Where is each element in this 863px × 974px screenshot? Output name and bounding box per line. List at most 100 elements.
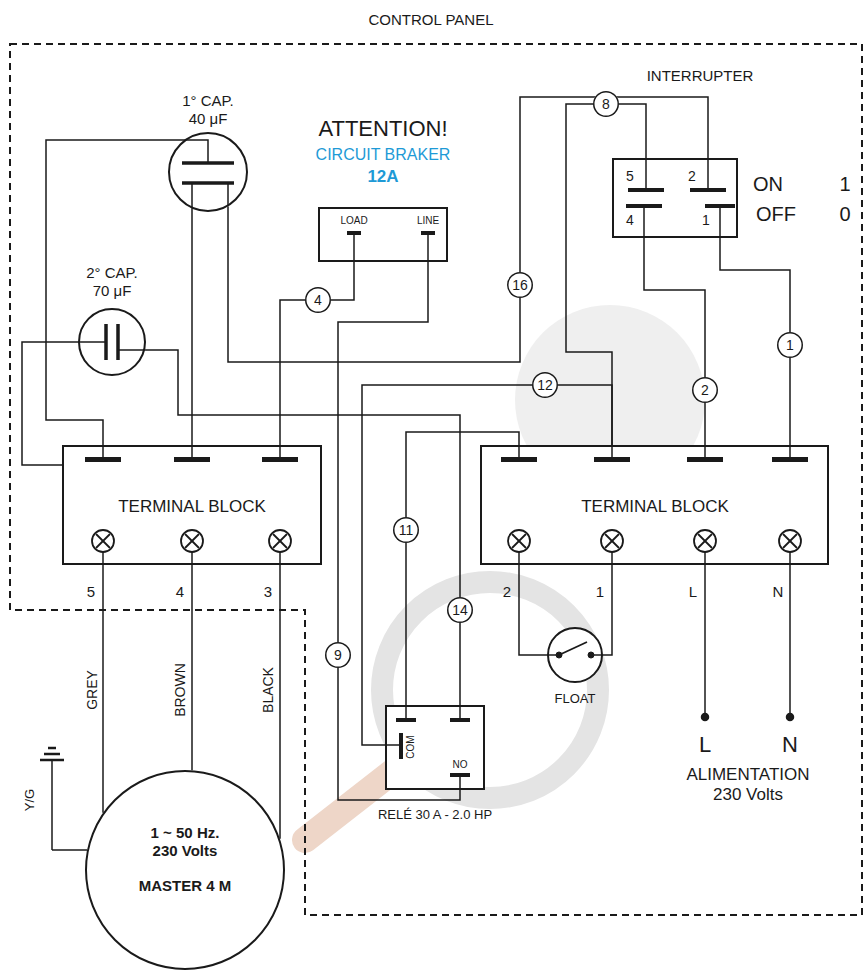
cap2-symbol	[78, 308, 146, 376]
wire-stub	[459, 777, 461, 790]
terminal-screw	[273, 534, 287, 548]
switch-state: 1	[839, 172, 850, 196]
wire	[362, 385, 612, 745]
relay: COMNORELÉ 30 A - 2.0 HP	[385, 705, 485, 790]
interrupter-title: INTERRUPTER	[647, 67, 754, 85]
breaker-title: CIRCUIT BRAKER	[316, 145, 451, 164]
watermark	[305, 305, 705, 840]
ground-bar	[44, 753, 60, 756]
supply-pole: N	[782, 732, 798, 758]
float-label: FLOAT	[555, 691, 596, 707]
terminal-number: 2	[503, 583, 511, 601]
terminal-screw	[96, 534, 110, 548]
terminal-name: LOAD	[340, 215, 367, 227]
wire-number: 2	[692, 377, 718, 403]
supply-label: ALIMENTATION 230 Volts	[678, 765, 818, 806]
terminal-number: 4	[626, 212, 634, 229]
switch-state: 0	[839, 202, 850, 226]
terminal-screw	[605, 534, 619, 548]
breaker-rating: 12A	[367, 167, 398, 187]
wire-stub	[707, 158, 709, 188]
terminal-bar	[772, 457, 808, 462]
wire	[191, 565, 193, 770]
terminal-block-title: TERMINAL BLOCK	[118, 497, 266, 517]
wire-stub	[191, 552, 193, 565]
wire-stub	[279, 552, 281, 565]
terminal-screw	[783, 534, 797, 548]
wire-stub	[102, 552, 104, 565]
wire-stub	[191, 183, 193, 209]
terminal-bar	[690, 188, 726, 192]
terminal-number: 2	[688, 168, 696, 185]
wire-stub	[102, 445, 104, 457]
terminal-bar	[628, 188, 664, 192]
terminal-screw	[96, 534, 110, 548]
supply-dot	[787, 714, 794, 721]
panel-title: CONTROL PANEL	[368, 11, 493, 29]
wire-stub	[353, 235, 355, 262]
ground-symbol	[40, 748, 87, 850]
wire-number: 4	[305, 287, 331, 313]
terminal-bar	[347, 231, 361, 235]
terminal-screw	[181, 530, 203, 552]
terminal-bar	[421, 231, 435, 235]
wire-stub	[518, 445, 520, 457]
ground-bar	[40, 759, 64, 762]
circuit-breaker: ATTENTION!CIRCUIT BRAKER12ALOADLINE	[318, 207, 448, 262]
supply-wires	[702, 565, 794, 721]
wire-stub	[78, 341, 106, 343]
terminal-screw	[698, 534, 712, 548]
wire-number: 16	[507, 272, 533, 298]
capacitor-outline	[79, 309, 145, 375]
terminal-screw	[605, 534, 619, 548]
wire-stub	[643, 208, 645, 238]
terminal-screw	[185, 534, 199, 548]
terminal-screw	[512, 534, 526, 548]
terminal-screw	[508, 530, 530, 552]
wire-number: 12	[532, 372, 558, 398]
ground-label: Y/G	[22, 789, 38, 811]
wire	[279, 565, 281, 839]
wire-stub	[789, 552, 791, 565]
capacitor-outline	[169, 133, 247, 211]
interrupter: INTERRUPTER5241	[612, 158, 738, 238]
terminal-number: 1	[596, 583, 604, 601]
wire-stub	[405, 705, 407, 718]
wire	[603, 565, 612, 655]
relay-rating: RELÉ 30 A - 2.0 HP	[378, 807, 492, 823]
wire-stub	[547, 654, 556, 656]
wire-stub	[184, 140, 208, 163]
relay-symbol	[385, 705, 485, 790]
terminal-bar	[594, 457, 630, 462]
terminal-bar	[262, 457, 298, 462]
terminal-block-title: TERMINAL BLOCK	[581, 497, 729, 517]
cap1-symbol	[168, 132, 248, 212]
terminal-screw	[779, 530, 801, 552]
wire-stub	[719, 208, 721, 238]
contact-name: COM	[405, 735, 417, 758]
wire-stub	[191, 445, 193, 457]
capacitor: 1° CAP. 40 μF	[168, 132, 248, 212]
terminal-screw	[92, 530, 114, 552]
terminal-name: LINE	[417, 215, 439, 227]
wire-number: 14	[447, 597, 473, 623]
terminal-number: 4	[176, 583, 184, 601]
terminal-block: TERMINAL BLOCK	[480, 445, 829, 565]
terminal-screw	[698, 534, 712, 548]
wire-stub	[611, 445, 613, 457]
motor-outline	[86, 771, 284, 969]
wire-stub	[704, 445, 706, 457]
watermark-lens	[382, 582, 598, 798]
wire	[102, 565, 104, 813]
terminal-screw	[694, 530, 716, 552]
terminal-bar	[85, 457, 121, 462]
terminal-bar	[687, 457, 723, 462]
terminal-screw	[512, 534, 526, 548]
wire	[191, 209, 193, 445]
motor-model: MASTER 4 M	[139, 877, 232, 895]
terminal-number: 5	[626, 168, 634, 185]
wire-color: BROWN	[172, 663, 189, 717]
wire-color: BLACK	[260, 667, 277, 713]
wire-number: 11	[393, 517, 419, 543]
